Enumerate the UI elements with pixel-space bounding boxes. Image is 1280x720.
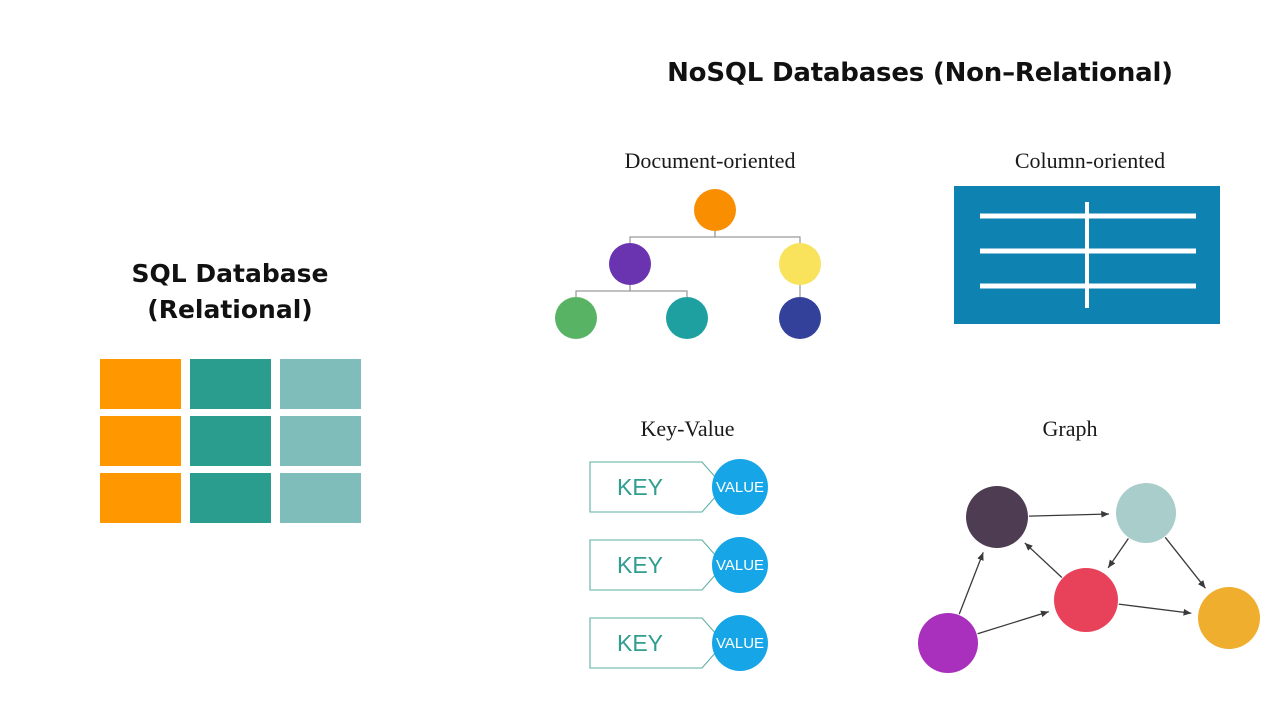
tree-edge bbox=[714, 231, 801, 243]
tree-node-n-teal bbox=[666, 297, 708, 339]
document-tree-diagram bbox=[555, 189, 821, 339]
table-cell bbox=[280, 473, 361, 523]
tree-node-n-blue bbox=[779, 297, 821, 339]
sql-table-grid bbox=[100, 359, 361, 523]
key-label: KEY bbox=[617, 552, 663, 578]
value-circle bbox=[712, 537, 768, 593]
tree-node-n-purple bbox=[609, 243, 651, 285]
table-cell bbox=[100, 416, 181, 466]
key-label: KEY bbox=[617, 474, 663, 500]
graph-node-g-red bbox=[1054, 568, 1118, 632]
tree-node-n-green bbox=[555, 297, 597, 339]
column-store-line-group bbox=[980, 202, 1196, 308]
tree-node-group bbox=[555, 189, 821, 339]
section-label-column: Column-oriented bbox=[1014, 148, 1166, 173]
graph-node-g-magenta bbox=[918, 613, 978, 673]
value-label: VALUE bbox=[716, 557, 764, 574]
graph-edge bbox=[1024, 542, 1063, 578]
section-label-graph: Graph bbox=[1042, 416, 1098, 441]
value-label: VALUE bbox=[716, 479, 764, 496]
value-label: VALUE bbox=[716, 635, 764, 652]
graph-edge bbox=[1107, 538, 1129, 569]
nosql-section-title: NoSQL Databases (Non–Relational) bbox=[667, 58, 1173, 88]
table-cell bbox=[100, 473, 181, 523]
graph-edge-group bbox=[958, 510, 1206, 635]
tree-node-root bbox=[694, 189, 736, 231]
key-label: KEY bbox=[617, 630, 663, 656]
key-value-row-group: KEY VALUE KEY VALUE KEY VALUE bbox=[589, 459, 768, 671]
tree-edge bbox=[629, 285, 688, 297]
table-cell bbox=[100, 359, 181, 409]
table-cell bbox=[190, 359, 271, 409]
column-store-diagram bbox=[954, 186, 1220, 324]
graph-node-g-dark bbox=[966, 486, 1028, 548]
table-cell bbox=[190, 473, 271, 523]
key-value-diagram: KEY VALUE KEY VALUE KEY VALUE bbox=[589, 459, 768, 671]
table-cell bbox=[190, 416, 271, 466]
section-label-document: Document-oriented bbox=[624, 148, 796, 173]
tree-edge bbox=[629, 231, 716, 243]
key-chevron bbox=[589, 539, 725, 591]
graph-edge bbox=[1028, 510, 1110, 518]
graph-database-diagram bbox=[918, 483, 1260, 673]
graph-edge bbox=[958, 552, 984, 615]
table-cell bbox=[280, 416, 361, 466]
sql-title-line-2: (Relational) bbox=[147, 295, 313, 324]
graph-node-g-teal bbox=[1116, 483, 1176, 543]
key-chevron bbox=[589, 617, 725, 669]
graph-node-g-amber bbox=[1198, 587, 1260, 649]
graph-node-group bbox=[918, 483, 1260, 673]
graph-edge bbox=[1118, 603, 1192, 616]
key-chevron bbox=[589, 461, 725, 513]
value-circle bbox=[712, 615, 768, 671]
value-circle bbox=[712, 459, 768, 515]
section-label-keyvalue: Key-Value bbox=[640, 416, 735, 441]
sql-section-title: SQL Database (Relational) bbox=[60, 256, 400, 328]
table-cell bbox=[280, 359, 361, 409]
graph-edge bbox=[1164, 536, 1206, 589]
graph-edge bbox=[977, 610, 1049, 635]
tree-edge bbox=[575, 285, 631, 297]
sql-title-line-1: SQL Database bbox=[131, 259, 329, 288]
tree-edge-group bbox=[575, 231, 801, 297]
tree-node-n-yellow bbox=[779, 243, 821, 285]
